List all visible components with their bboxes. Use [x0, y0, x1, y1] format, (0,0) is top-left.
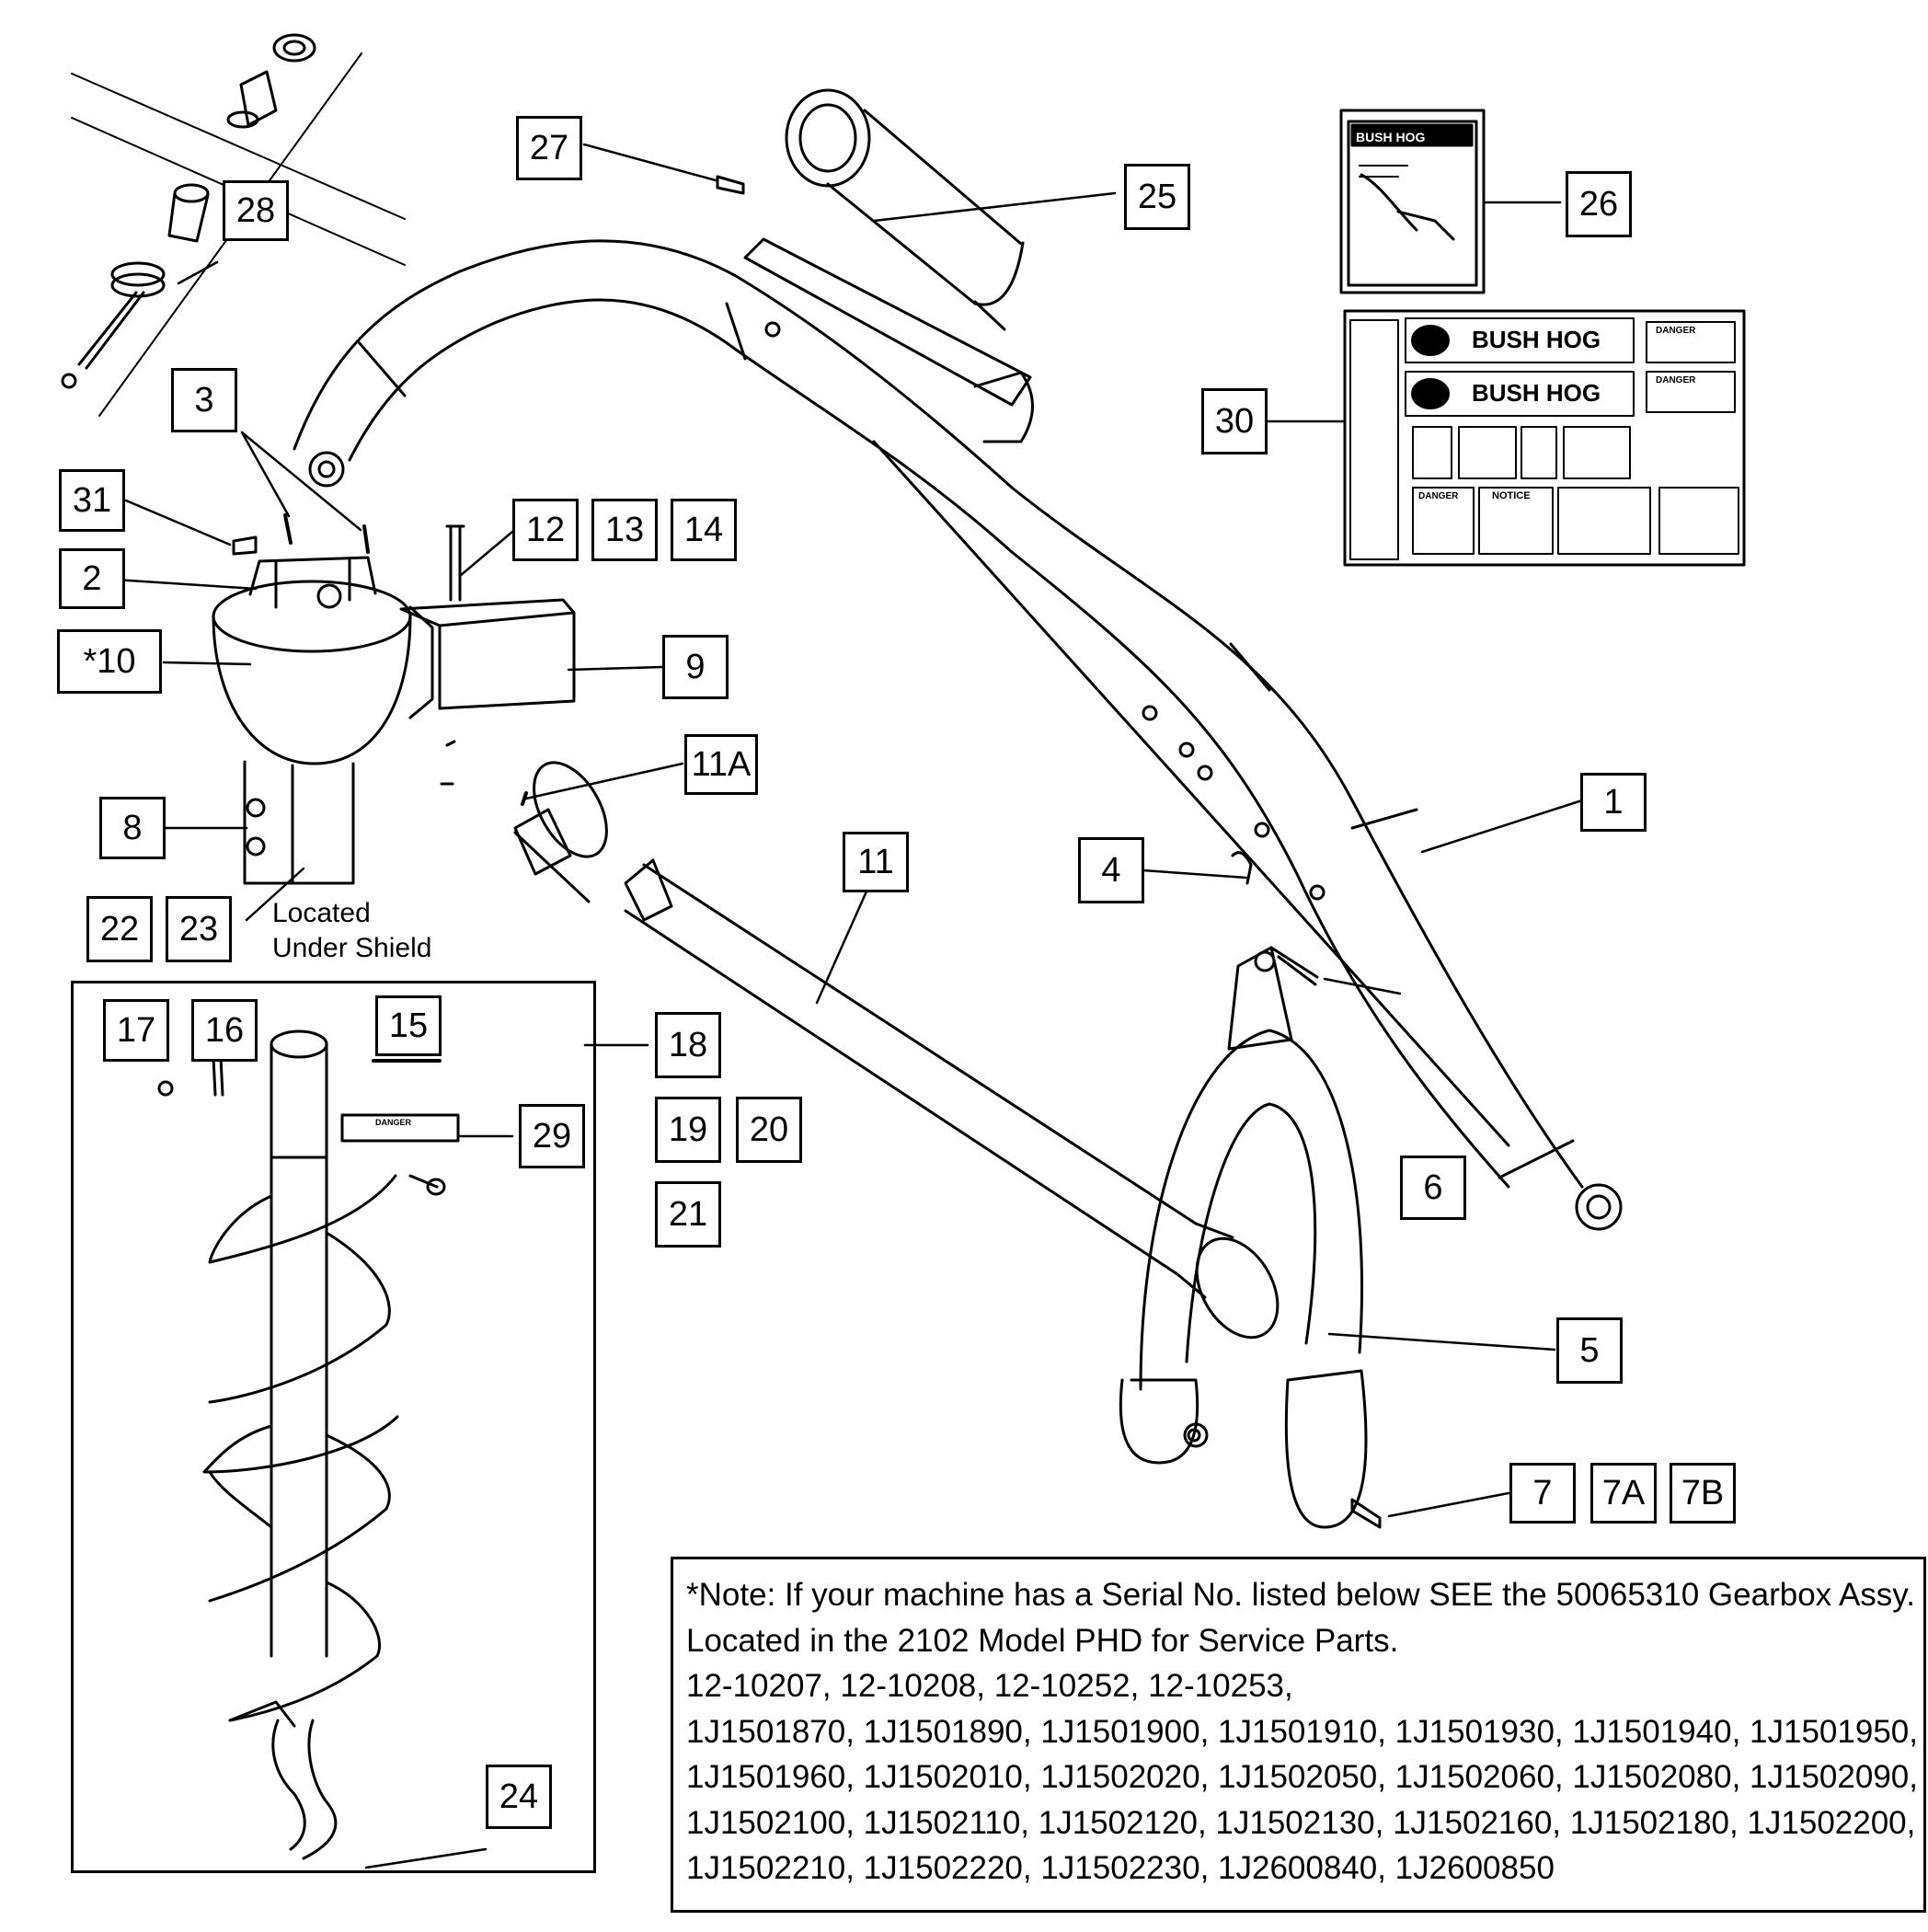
- callout-16[interactable]: 16: [191, 999, 258, 1062]
- pin-bearing-detail-28: [61, 33, 406, 417]
- callout-23[interactable]: 23: [166, 896, 232, 962]
- callout-26[interactable]: 26: [1566, 171, 1632, 237]
- callout-7b[interactable]: 7B: [1670, 1463, 1736, 1524]
- callout-11[interactable]: 11: [843, 832, 909, 892]
- callout-17[interactable]: 17: [103, 999, 169, 1062]
- note-line-4: 1J1501870, 1J1501890, 1J1501900, 1J15019…: [686, 1713, 1918, 1750]
- clip-27: [716, 175, 745, 195]
- a-frame-5: [1119, 851, 1382, 1529]
- callout-19[interactable]: 19: [655, 1097, 721, 1163]
- note-line-3: 12-10207, 12-10208, 12-10252, 12-10253,: [686, 1668, 1293, 1704]
- note-line-5: 1J1501960, 1J1502010, 1J1502020, 1J15020…: [686, 1759, 1918, 1795]
- decal-notice-text: NOTICE: [1492, 490, 1531, 501]
- note-line-7: 1J1502210, 1J1502220, 1J1502230, 1J26008…: [686, 1850, 1555, 1886]
- callout-9[interactable]: 9: [662, 635, 729, 699]
- callout-29[interactable]: 29: [519, 1104, 585, 1168]
- leader-lines: [99, 143, 1584, 1869]
- tube-25: [785, 88, 1025, 331]
- operator-manual-26: [1339, 109, 1486, 294]
- decal-danger-text-2: DANGER: [1656, 375, 1696, 385]
- callout-18[interactable]: 18: [655, 1012, 721, 1078]
- located-under-shield-label: Located Under Shield: [272, 896, 431, 966]
- main-boom-1: [293, 237, 1623, 1231]
- auger-decal-danger-text: DANGER: [375, 1118, 412, 1127]
- sheet-brand-text-2: BUSH HOG: [1472, 379, 1601, 407]
- decal-danger-text-3: DANGER: [1418, 491, 1459, 501]
- sheet-brand-text-1: BUSH HOG: [1472, 326, 1601, 353]
- under-shield-line: Under Shield: [272, 933, 432, 963]
- serial-number-note: *Note: If your machine has a Serial No. …: [671, 1557, 1926, 1913]
- callout-20[interactable]: 20: [736, 1097, 802, 1163]
- gearbox-assembly: [212, 513, 576, 885]
- callout-25[interactable]: 25: [1124, 164, 1190, 230]
- note-line-1: *Note: If your machine has a Serial No. …: [686, 1577, 1915, 1613]
- callout-30[interactable]: 30: [1201, 388, 1268, 454]
- callout-8[interactable]: 8: [99, 797, 166, 859]
- callout-2[interactable]: 2: [59, 548, 125, 609]
- callout-31[interactable]: 31: [59, 469, 125, 532]
- callout-7[interactable]: 7: [1509, 1463, 1576, 1524]
- callout-28[interactable]: 28: [223, 180, 289, 241]
- callout-24[interactable]: 24: [486, 1765, 552, 1829]
- auger-assembly: [157, 1029, 460, 1860]
- callout-7a[interactable]: 7A: [1590, 1463, 1657, 1524]
- callout-21[interactable]: 21: [655, 1181, 721, 1248]
- callout-27[interactable]: 27: [516, 116, 582, 180]
- driveline-11: [513, 761, 1280, 1340]
- callout-12[interactable]: 12: [512, 499, 579, 561]
- note-line-6: 1J1502100, 1J1502110, 1J1502120, 1J15021…: [686, 1804, 1916, 1841]
- callout-1[interactable]: 1: [1580, 773, 1647, 832]
- callout-10[interactable]: *10: [57, 629, 162, 694]
- callout-3[interactable]: 3: [171, 368, 237, 432]
- manual-brand-text: BUSH HOG: [1356, 130, 1426, 144]
- callout-22[interactable]: 22: [86, 896, 153, 962]
- decal-sheet-30: [1343, 309, 1746, 567]
- callout-6[interactable]: 6: [1400, 1156, 1466, 1220]
- callout-11a[interactable]: 11A: [684, 734, 758, 795]
- decal-danger-text-1: DANGER: [1656, 326, 1696, 336]
- callout-13[interactable]: 13: [591, 499, 658, 561]
- callout-14[interactable]: 14: [671, 499, 737, 561]
- callout-5[interactable]: 5: [1556, 1317, 1623, 1384]
- auger-inset-frame: [71, 981, 596, 1873]
- callout-15[interactable]: 15: [375, 995, 442, 1056]
- located-line: Located: [272, 898, 371, 928]
- note-line-2: Located in the 2102 Model PHD for Servic…: [686, 1622, 1399, 1659]
- callout-4[interactable]: 4: [1078, 837, 1144, 903]
